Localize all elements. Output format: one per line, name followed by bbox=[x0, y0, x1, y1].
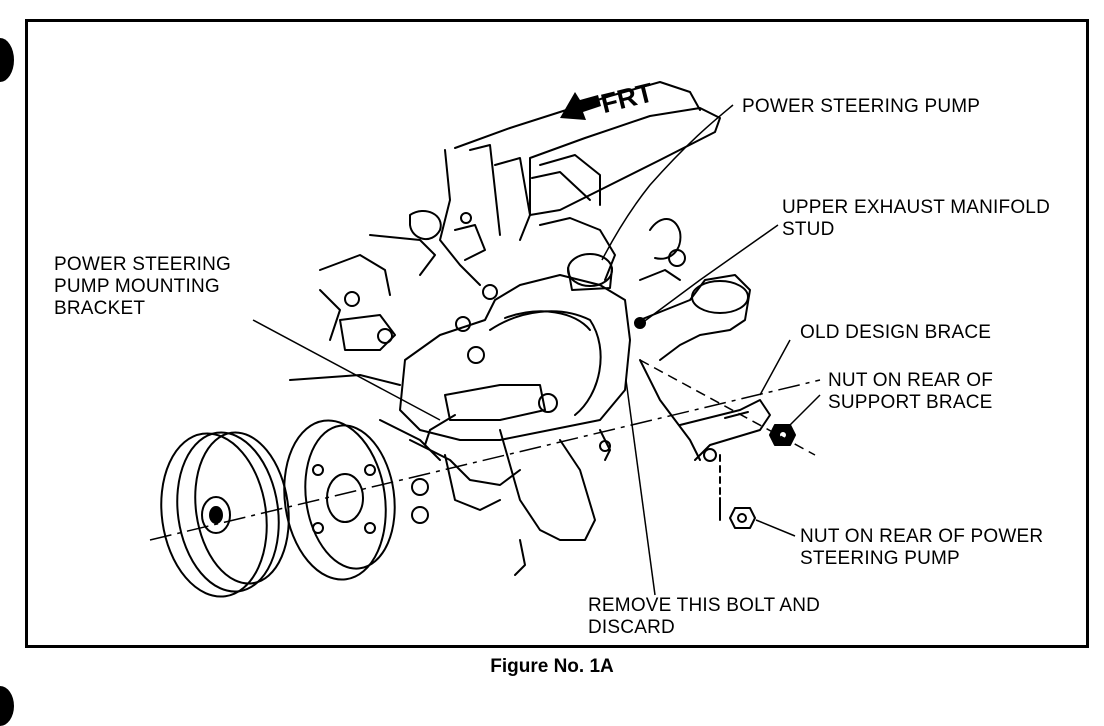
exhaust-manifold bbox=[634, 218, 751, 461]
binder-hole-top bbox=[0, 38, 14, 82]
leader-old-design-brace bbox=[759, 339, 791, 396]
mounting-bracket bbox=[409, 429, 611, 576]
old-design-brace bbox=[679, 399, 771, 462]
label-pump-mounting-bracket: POWER STEERING PUMP MOUNTING BRACKET bbox=[54, 254, 231, 319]
label-nut-rear-pump: NUT ON REAR OF POWER STEERING PUMP bbox=[800, 526, 1044, 569]
label-nut-rear-support-brace: NUT ON REAR OF SUPPORT BRACE bbox=[828, 370, 994, 413]
frt-arrow bbox=[560, 92, 601, 120]
leader-upper-exhaust-stud bbox=[641, 224, 779, 324]
figure-caption: Figure No. 1A bbox=[490, 656, 614, 677]
leader-power-steering-pump bbox=[601, 104, 734, 261]
leader-pump-bracket bbox=[252, 319, 441, 421]
leader-nut-support-brace bbox=[789, 394, 821, 426]
crank-centerline bbox=[149, 379, 821, 541]
engine-line-drawing bbox=[149, 81, 821, 598]
nut-support-brace bbox=[769, 424, 796, 446]
label-old-design-brace: OLD DESIGN BRACE bbox=[800, 322, 992, 343]
crank-pulley-front bbox=[160, 431, 290, 598]
damper-pulley bbox=[283, 419, 396, 581]
engine-block bbox=[289, 149, 616, 461]
nut-pump-rear bbox=[729, 507, 756, 529]
label-remove-bolt: REMOVE THIS BOLT AND DISCARD bbox=[588, 595, 821, 638]
leader-remove-bolt bbox=[625, 379, 656, 596]
leader-nut-pump-rear bbox=[755, 519, 796, 537]
label-power-steering-pump: POWER STEERING PUMP bbox=[742, 96, 981, 117]
figure-frame bbox=[25, 19, 1089, 648]
power-steering-pump bbox=[399, 253, 631, 446]
label-upper-exhaust-manifold-stud: UPPER EXHAUST MANIFOLD STUD bbox=[782, 197, 1050, 240]
valve-cover bbox=[454, 81, 721, 241]
brace-centerline bbox=[639, 359, 816, 456]
